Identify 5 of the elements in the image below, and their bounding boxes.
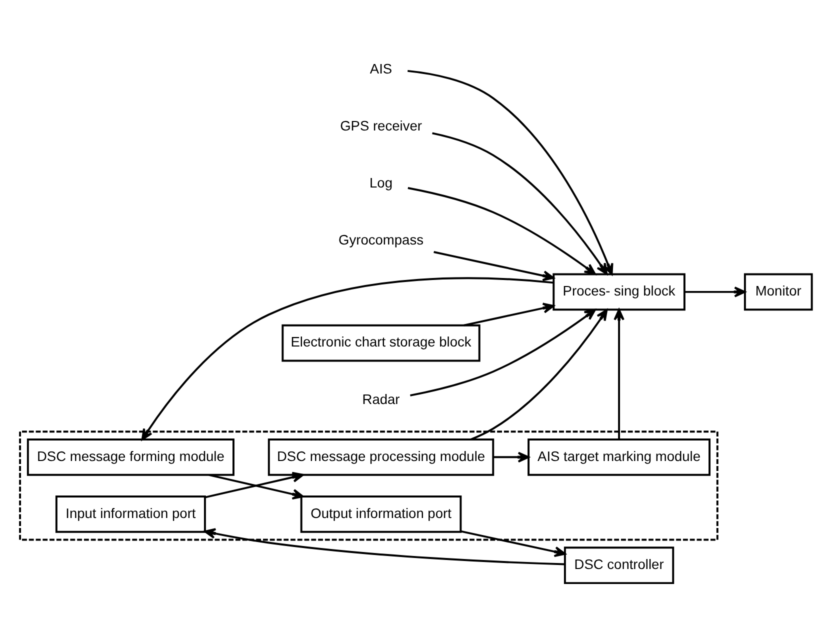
node-text: GPS receiver: [340, 118, 422, 133]
node-text: Log: [370, 174, 392, 190]
node-text: AIS: [370, 60, 392, 76]
node-text: Gyrocompass: [338, 232, 424, 247]
node-text: Radar: [362, 391, 400, 406]
